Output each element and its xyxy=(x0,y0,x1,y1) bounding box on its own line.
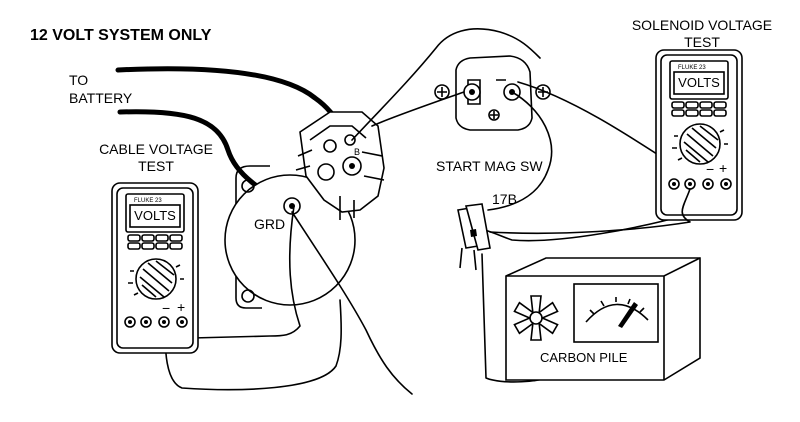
meter-left-brand: FLUKE 23 xyxy=(134,198,162,204)
wire-switch-to-17b xyxy=(487,91,553,211)
ground-label: GRD xyxy=(254,216,285,232)
wire-left-meter-pos xyxy=(164,299,342,391)
solenoid-test-label-2: TEST xyxy=(684,34,720,50)
terminal-b-label: B xyxy=(354,147,360,157)
meter-right-minus: − xyxy=(706,161,714,177)
wire-left-meter-neg xyxy=(187,205,301,339)
terminal-17b-label: 17B xyxy=(492,191,517,207)
meter-right-display: VOLTS xyxy=(678,75,720,90)
wire-switch-loop xyxy=(351,28,541,141)
carbon-pile-icon: CARBON PILE xyxy=(505,257,701,381)
solenoid-test-label: SOLENOID VOLTAGE xyxy=(632,17,772,33)
wire-solenoid-meter-neg xyxy=(489,188,691,235)
wire-ground-to-pile xyxy=(291,211,413,395)
carbon-pile-label: CARBON PILE xyxy=(540,350,628,365)
solenoid-switch-icon xyxy=(434,55,551,131)
fan-icon xyxy=(513,295,559,341)
meter-right-plus: + xyxy=(719,160,727,176)
cable-test-label: CABLE VOLTAGE xyxy=(99,141,213,157)
start-mag-sw-label: START MAG SW xyxy=(436,158,543,174)
multimeter-icon: FLUKE 23 VOLTS − + xyxy=(655,49,743,221)
meter-right-brand: FLUKE 23 xyxy=(678,65,706,71)
cable-test-label-2: TEST xyxy=(138,158,174,174)
multimeter-icon: FLUKE 23 VOLTS − + xyxy=(111,182,199,354)
to-battery-label-2: BATTERY xyxy=(69,90,133,106)
to-battery-label: TO xyxy=(69,72,88,88)
alligator-clip-icon xyxy=(457,203,491,271)
wire-switch-to-starter xyxy=(371,91,465,127)
system-note: 12 VOLT SYSTEM ONLY xyxy=(30,27,212,44)
meter-left-minus: − xyxy=(162,300,170,316)
gauge-icon xyxy=(585,297,649,328)
meter-left-display: VOLTS xyxy=(134,208,176,223)
meter-left-plus: + xyxy=(177,299,185,315)
starter-motor-icon: B xyxy=(224,111,385,309)
